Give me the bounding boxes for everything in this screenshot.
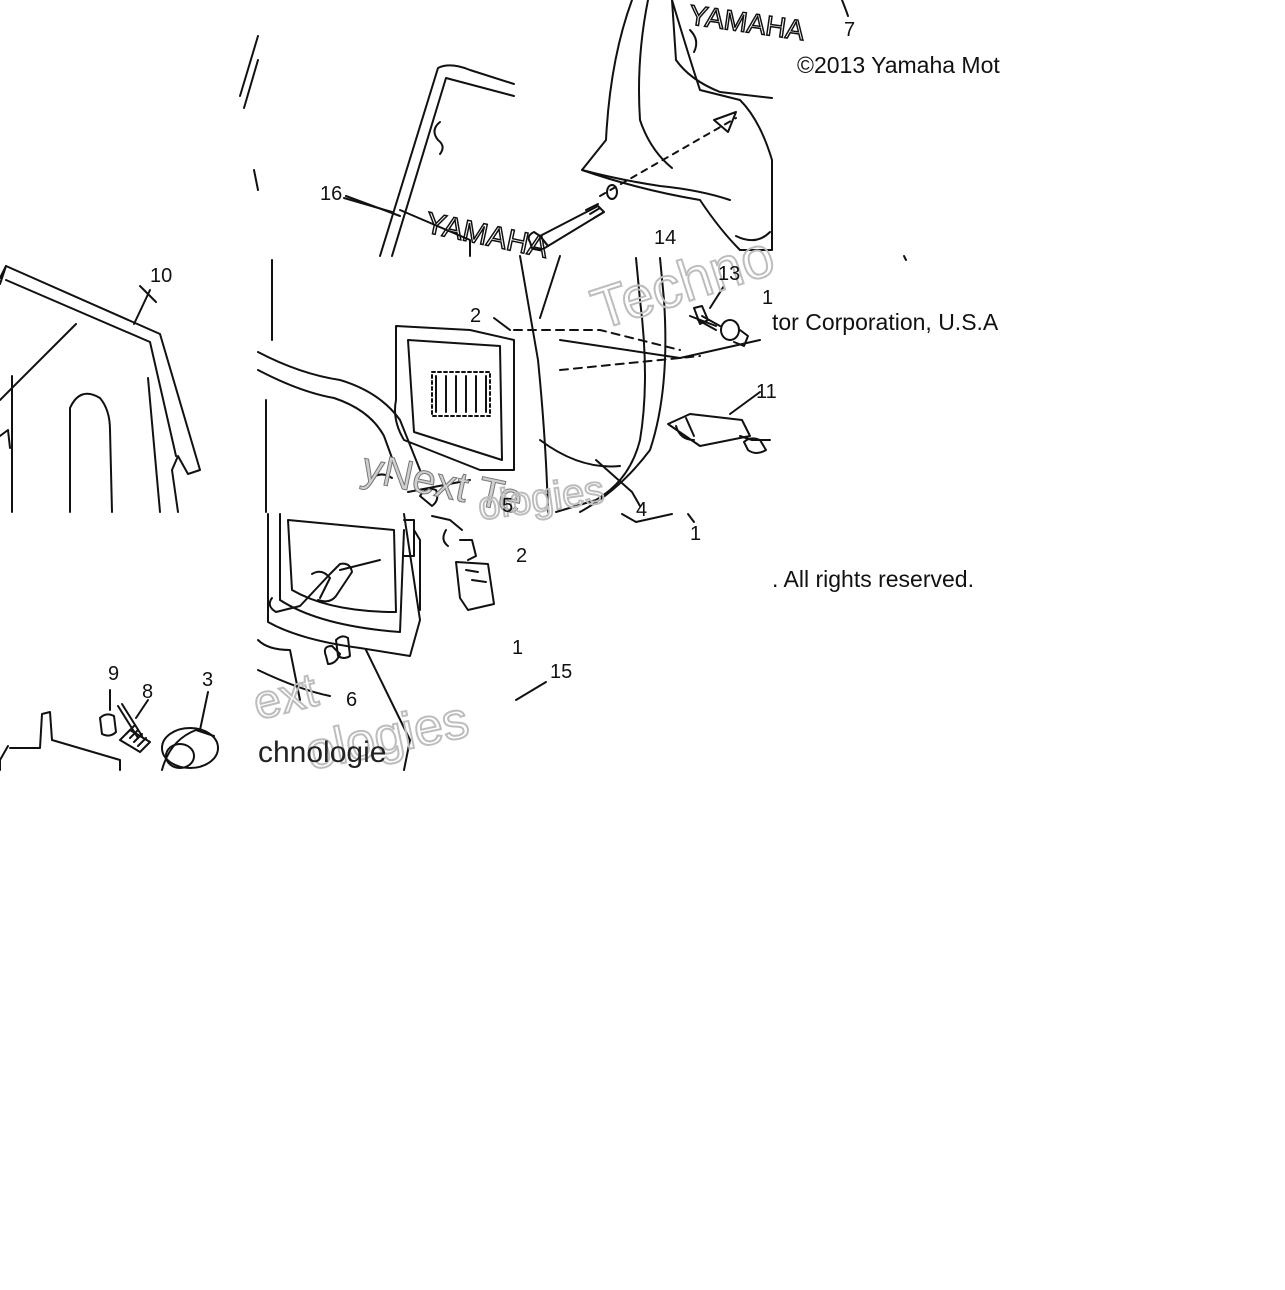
visor-part-4 bbox=[513, 255, 761, 513]
callout-3: 3 bbox=[202, 669, 213, 691]
bracket-part-10 bbox=[0, 265, 201, 513]
watermark-6: chnologie bbox=[258, 736, 386, 769]
watermark-4: ext bbox=[248, 664, 323, 731]
clamp-part-11 bbox=[667, 391, 771, 454]
callout-2a: 2 bbox=[470, 305, 481, 327]
callout-15: 15 bbox=[550, 661, 572, 683]
decal-yamaha-top: YAMAHA bbox=[687, 0, 807, 46]
callout-2b: 2 bbox=[516, 545, 527, 567]
copyright-line-3: . All rights reserved. bbox=[772, 566, 974, 593]
copyright-line-1: ©2013 Yamaha Mot bbox=[797, 52, 1000, 79]
leader-lines bbox=[139, 197, 907, 701]
callout-8: 8 bbox=[142, 681, 153, 703]
callout-16: 16 bbox=[320, 183, 342, 205]
lamp-mount-parts-9-8-3 bbox=[0, 689, 219, 771]
callout-9: 9 bbox=[108, 663, 119, 685]
callout-4: 4 bbox=[636, 499, 647, 521]
callout-11: 11 bbox=[756, 381, 777, 403]
decal-text: YAMAHA YAMAHA bbox=[422, 0, 808, 265]
watermarks: Techno yNext Te ologies ext ologies chno… bbox=[247, 222, 783, 783]
callout-14: 14 bbox=[654, 227, 676, 249]
callout-numbers: 7 16 10 2 14 13 1 11 4 5 1 2 1 15 6 9 8 … bbox=[108, 19, 855, 711]
decal-yamaha-cover: YAMAHA bbox=[423, 207, 552, 265]
long-bolt-part-14 bbox=[527, 0, 849, 251]
callout-1a: 1 bbox=[690, 523, 701, 545]
callout-1b: 1 bbox=[512, 637, 523, 659]
callout-13: 13 bbox=[718, 263, 740, 285]
upper-front-cover bbox=[581, 0, 773, 251]
callout-5: 5 bbox=[502, 495, 513, 517]
callout-10: 10 bbox=[150, 265, 172, 287]
lamp-housing bbox=[257, 259, 515, 513]
screw-part-13 bbox=[689, 285, 749, 347]
callout-12: 1 bbox=[762, 287, 773, 309]
copyright-line-2: tor Corporation, U.S.A bbox=[772, 309, 999, 336]
headlight-unit bbox=[257, 513, 495, 771]
callout-7: 7 bbox=[844, 19, 855, 41]
front-cover-part-16 bbox=[239, 35, 515, 257]
callout-6: 6 bbox=[346, 689, 357, 711]
watermark-1: Techno bbox=[584, 223, 782, 343]
